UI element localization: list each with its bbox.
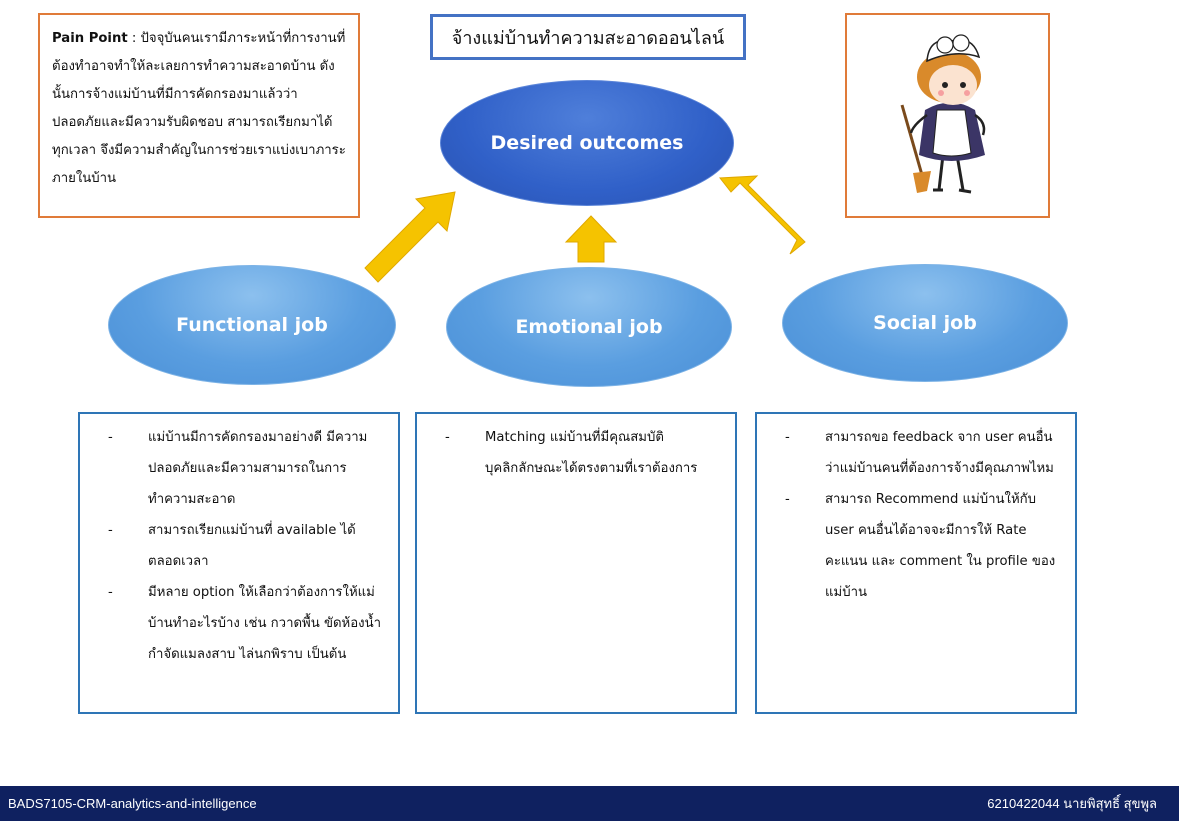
social-job-label: Social job (873, 312, 977, 334)
functional-job-label: Functional job (176, 314, 328, 336)
list-item: สามารถขอ feedback จาก user คนอื่นว่าแม่บ… (785, 422, 1061, 484)
list-item: มีหลาย option ให้เลือกว่าต้องการให้แม่บ้… (108, 577, 384, 670)
maid-illustration-frame (845, 13, 1050, 218)
social-job-list: สามารถขอ feedback จาก user คนอื่นว่าแม่บ… (755, 412, 1077, 714)
diagram-title: จ้างแม่บ้านทำความสะอาดออนไลน์ (430, 14, 746, 60)
desired-outcomes-label: Desired outcomes (490, 132, 684, 154)
functional-job-list: แม่บ้านมีการคัดกรองมาอย่างดี มีความปลอดภ… (78, 412, 400, 714)
desired-outcomes-node: Desired outcomes (440, 80, 734, 206)
emotional-job-label: Emotional job (515, 316, 663, 338)
list-item: แม่บ้านมีการคัดกรองมาอย่างดี มีความปลอดภ… (108, 422, 384, 515)
pain-point-label: Pain Point (52, 31, 128, 46)
footer-author: 6210422044 นายพิสุทธิ์ สุขพูล (987, 796, 1157, 811)
arrow-emotional-to-desired (564, 215, 618, 263)
social-job-node: Social job (782, 264, 1068, 382)
emotional-job-node: Emotional job (446, 267, 732, 387)
emotional-job-list: Matching แม่บ้านที่มีคุณสมบัติบุคลิกลักษ… (415, 412, 737, 714)
footer-bar: BADS7105-CRM-analytics-and-intelligence … (0, 786, 1179, 821)
list-item: สามารถเรียกแม่บ้านที่ available ได้ตลอดเ… (108, 515, 384, 577)
pain-point-text: : ปัจจุบันคนเรามีภาระหน้าที่การงานที่ต้อ… (52, 31, 346, 186)
maid-illustration (900, 34, 986, 194)
functional-job-node: Functional job (108, 265, 396, 385)
arrow-functional-to-desired (364, 191, 456, 283)
footer-course: BADS7105-CRM-analytics-and-intelligence (8, 796, 257, 811)
arrow-social-to-desired (719, 175, 806, 255)
list-item: สามารถ Recommend แม่บ้านให้กับ user คนอื… (785, 484, 1061, 608)
list-item: Matching แม่บ้านที่มีคุณสมบัติบุคลิกลักษ… (445, 422, 721, 484)
pain-point-box: Pain Point : ปัจจุบันคนเรามีภาระหน้าที่ก… (38, 13, 360, 218)
